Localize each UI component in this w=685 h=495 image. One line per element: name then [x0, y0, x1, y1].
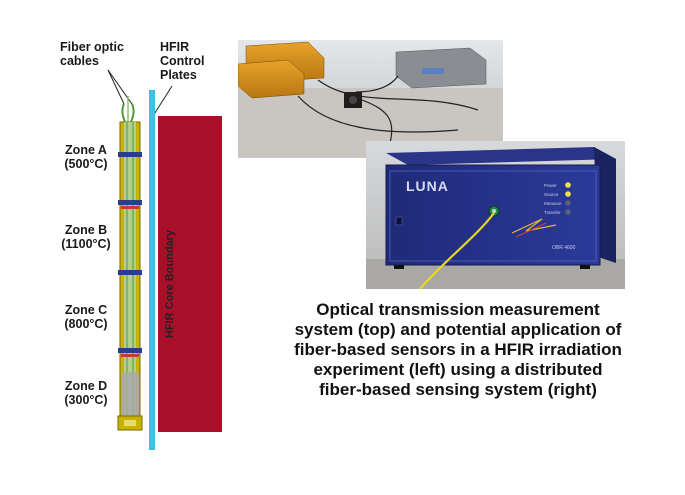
zone-d-lower-section	[121, 372, 139, 416]
caption-line-5: fiber-based sensing system (right)	[319, 380, 597, 399]
top-cable-1	[317, 79, 479, 111]
zone-b-name: Zone B	[64, 223, 108, 237]
logo-swoosh	[511, 218, 557, 234]
led-label-transfer: Transfer	[544, 210, 561, 215]
hfir-control-plates-label: HFIR Control Plates	[160, 40, 204, 82]
fiber-leader-1	[107, 69, 125, 105]
zone-a-name: Zone A	[65, 143, 107, 157]
yellow-fiber-cable	[419, 212, 495, 289]
source-led	[565, 191, 571, 197]
top-cable-4	[355, 75, 399, 93]
figure-caption: Optical transmission measurement system …	[238, 300, 678, 400]
capsule-base-inner	[124, 420, 136, 426]
hfir-control-plates-label-line-1: HFIR	[160, 40, 190, 54]
control-plate-leader	[152, 85, 173, 117]
power-switch	[395, 216, 403, 226]
zone-d-label: Zone D (300°C)	[56, 379, 116, 407]
caption-line-3: fiber-based sensors in a HFIR irradiatio…	[294, 340, 622, 359]
led-label-power: Power	[544, 183, 557, 188]
fiber-optic-cables-label-line-1: Fiber optic	[60, 40, 124, 54]
device-foot-right	[580, 265, 590, 269]
led-label-source: Source	[544, 192, 559, 197]
fiber-connector-core	[492, 209, 496, 213]
caption-line-4: experiment (left) using a distributed	[313, 360, 603, 379]
luna-device-top	[386, 147, 616, 165]
luna-brand-logo: LUNA	[406, 178, 449, 194]
fiber-optic-cables-label-line-2: cables	[60, 54, 99, 68]
hfir-control-plates-label-line-2: Control	[160, 54, 205, 68]
measure-led	[565, 200, 571, 206]
power-led	[565, 182, 571, 188]
laser-box-2	[238, 59, 305, 99]
model-label: OBR 4600	[552, 245, 576, 251]
zone-red-marker-2	[121, 354, 139, 357]
fiber-strand-1	[121, 103, 127, 125]
caption-line-2: system (top) and potential application o…	[294, 320, 622, 339]
spectrometer-label-strip	[422, 68, 444, 74]
logo-swoosh-red	[515, 222, 547, 238]
caption-line-1: Optical transmission measurement	[316, 300, 600, 319]
transfer-led	[565, 209, 571, 215]
top-cable-2	[297, 95, 459, 133]
zone-separator-3	[118, 270, 142, 275]
luna-device-bezel	[389, 170, 597, 262]
hfir-control-plates-label-line-3: Plates	[160, 68, 197, 82]
zone-b-label: Zone B (1100°C)	[56, 223, 116, 251]
core-boundary-label: HFIR Core Boundary	[164, 229, 176, 339]
optical-mount-lens	[349, 96, 357, 104]
luna-device-photo: LUNA Power Source Measure Transfer OBR 4…	[366, 141, 625, 289]
fiber-strand-2	[129, 103, 135, 125]
zone-separator-1	[118, 152, 142, 157]
zone-separator-2	[118, 200, 142, 205]
zone-separator-4	[118, 348, 142, 353]
zone-d-temp: (300°C)	[64, 393, 108, 407]
device-foot-left	[394, 265, 404, 269]
zone-c-label: Zone C (800°C)	[56, 303, 116, 331]
fiber-optic-cables-label: Fiber optic cables	[60, 40, 124, 68]
irradiation-assembly-diagram	[107, 69, 222, 450]
zone-a-temp: (500°C)	[64, 157, 108, 171]
zone-red-marker-1	[121, 206, 139, 209]
zone-c-temp: (800°C)	[64, 317, 108, 331]
zone-c-name: Zone C	[64, 303, 108, 317]
zone-b-temp: (1100°C)	[61, 237, 111, 251]
zone-d-name: Zone D	[64, 379, 108, 393]
hfir-core	[158, 116, 222, 432]
led-label-measure: Measure	[544, 201, 562, 206]
control-plate	[149, 90, 155, 450]
zone-a-label: Zone A (500°C)	[56, 143, 116, 171]
